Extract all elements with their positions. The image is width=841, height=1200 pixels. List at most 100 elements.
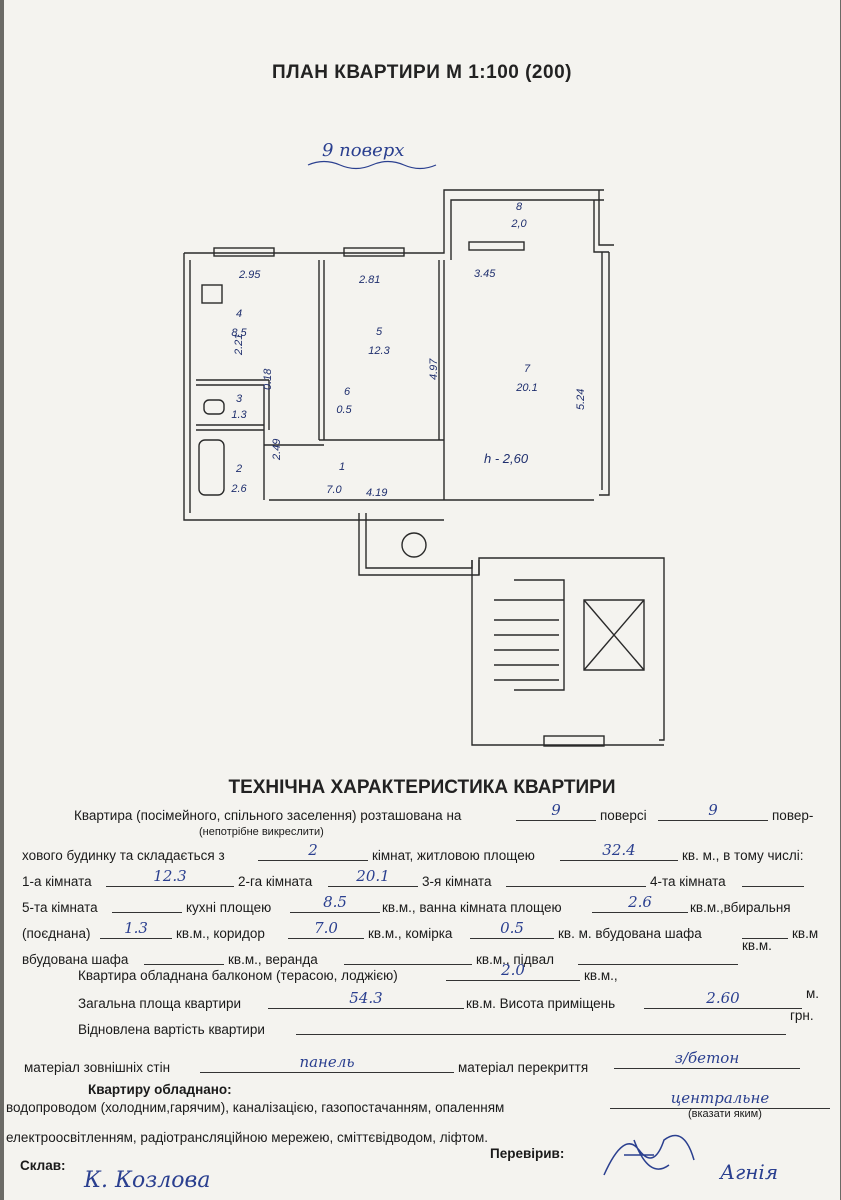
dimension-label: 2.21 [233,334,245,356]
room-area: 7.0 [326,484,342,496]
basement-field [578,950,738,965]
height-note: h - 2,60 [484,451,529,466]
veranda-field [344,950,472,965]
storage-value: 0.5 [500,919,524,937]
balcony-field: 2.0 [446,961,580,981]
bathroom-value: 2.6 [628,893,652,911]
ceiling-height-field: 2.60 [644,989,802,1009]
total-area-value: 54.3 [349,989,383,1007]
dimension-label: 4.97 [428,358,440,380]
room-area: 12.3 [368,345,390,357]
room1-value: 12.3 [153,867,187,885]
spec-text: 1-а кімната [22,874,92,889]
specs-heading: ТЕХНІЧНА ХАРАКТЕРИСТИКА КВАРТИРИ [228,777,616,798]
toilet-field: 1.3 [100,919,172,939]
spec-text: Квартира обладнана балконом (терасою, ло… [78,968,398,983]
storage-field: 0.5 [470,919,554,939]
spec-text: 5-та кімната [22,900,98,915]
corridor-value: 7.0 [314,919,338,937]
room5-field [112,898,182,913]
room-area: 8.5 [231,327,247,339]
room-label: 7 [524,363,531,375]
composer-label: Склав: [20,1158,66,1173]
room-area: 20.1 [515,382,537,394]
floor-note: 9 поверх [322,140,405,161]
room2-field: 20.1 [328,867,418,887]
document-sheet: ПЛАН КВАРТИРИ М 1:100 (200) 9 поверх [4,0,840,1200]
wardrobe2-field [144,950,224,965]
spec-text: кв.м., комірка [368,926,453,941]
room-area: 0.5 [336,404,352,416]
ceiling-height-value: 2.60 [706,989,740,1007]
room-label: 5 [376,326,383,338]
dimension-label: 0.18 [262,368,274,390]
dimension-label: 2.49 [271,439,283,461]
room-label: 1 [339,461,345,473]
room-label: 8 [516,201,523,213]
spec-text: кв.м.,вбиральня [690,900,791,915]
room4-field [742,872,804,887]
spec-text: кв.м., [584,968,618,983]
room3-field [506,872,646,887]
floor-plan: 8 2,0 4 8.5 5 12.3 7 20.1 6 0.5 3 1.3 2 … [183,189,665,747]
wardrobe-field [742,924,788,939]
spec-text: Квартира (посімейного, спільного заселен… [74,808,462,823]
heating-value: центральне [670,1089,770,1107]
spec-text: 4-та кімната [650,874,726,889]
spec-text: матеріал перекриття [458,1060,589,1075]
spec-text: кв.м., ванна кімната площею [382,900,562,915]
spec-text: кв.м., коридор [176,926,265,941]
spec-text: м. [806,986,820,1001]
spec-note: (вказати яким) [688,1108,762,1120]
dimension-label: 2.95 [238,269,261,281]
spec-text: 3-я кімната [422,874,492,889]
room-label: 2 [235,463,242,475]
checker-signature: Агнія [720,1160,779,1184]
spec-text: матеріал зовнішніх стін [24,1060,171,1075]
equipment-heading: Квартиру обладнано: [88,1082,232,1097]
kitchen-field: 8.5 [290,893,380,913]
bathroom-field: 2.6 [592,893,688,913]
living-area-value: 32.4 [602,841,636,859]
spec-text: кв.м., веранда [228,952,318,967]
room-area: 2,0 [510,218,527,230]
wall-material-field: панель [200,1053,454,1073]
dimension-label: 5.24 [575,389,587,410]
spec-text: кв.м. Висота приміщень [466,996,616,1011]
spec-text: поверсі [600,808,647,823]
dimension-label: 4.19 [366,487,387,499]
room-label: 3 [236,393,243,405]
kitchen-value: 8.5 [323,893,347,911]
toilet-value: 1.3 [124,919,148,937]
heating-field: центральне [610,1089,830,1109]
dimension-label: 2.81 [358,274,380,286]
room-label: 6 [344,386,351,398]
balcony-value: 2.0 [501,961,525,979]
storeys-value: 9 [708,801,718,819]
spec-text: грн. [790,1008,814,1023]
spec-text: водопроводом (холодним,гарячим), каналіз… [6,1100,505,1115]
living-area-field: 32.4 [560,841,678,861]
spec-text: хового будинку та складається з [22,848,225,863]
plan-title: ПЛАН КВАРТИРИ М 1:100 (200) [272,62,572,83]
rooms-count-field: 2 [258,841,368,861]
checker-signature-mark [603,1134,695,1176]
spec-text: кв.м., підвал [476,952,554,967]
checker-label: Перевірив: [490,1146,565,1161]
rooms-count-value: 2 [308,841,318,859]
spec-text: електроосвітленням, радіотрансляційною м… [6,1130,489,1145]
room-label: 4 [236,308,242,320]
spec-text: Загальна площа квартири [78,996,242,1011]
floor-value: 9 [551,801,561,819]
storeys-field: 9 [658,801,768,821]
spec-text: кв. м. вбудована шафа [558,926,702,941]
spec-text: Відновлена вартість квартири [78,1022,265,1037]
spec-text: 2-га кімната [238,874,313,889]
spec-text: повер- [772,808,814,823]
spec-text: кв.м [792,926,819,941]
room-area: 1.3 [231,409,247,421]
room2-value: 20.1 [356,867,390,885]
spec-text: кв.м. [742,938,772,953]
floor-material-value: з/бетон [674,1049,740,1067]
corridor-field: 7.0 [288,919,364,939]
